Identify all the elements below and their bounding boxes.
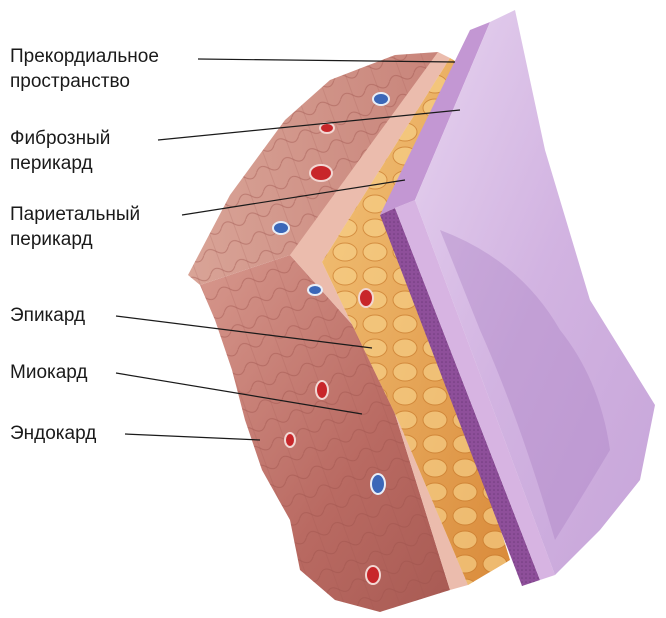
artery-vessel-icon bbox=[359, 289, 373, 307]
leader-line-endocardium bbox=[125, 434, 260, 440]
label-fibrous-pericardium: Фиброзный перикард bbox=[10, 126, 110, 176]
artery-vessel-icon bbox=[310, 165, 332, 181]
label-endocardium: Эндокард bbox=[10, 421, 96, 446]
artery-vessel-icon bbox=[316, 381, 328, 399]
artery-vessel-icon bbox=[320, 123, 334, 133]
label-precordial-space: Прекордиальное пространство bbox=[10, 44, 159, 94]
artery-vessel-icon bbox=[285, 433, 295, 447]
label-myocardium: Миокард bbox=[10, 360, 88, 385]
vein-vessel-icon bbox=[371, 474, 385, 494]
vein-vessel-icon bbox=[373, 93, 389, 105]
vein-vessel-icon bbox=[273, 222, 289, 234]
label-epicardium: Эпикард bbox=[10, 303, 85, 328]
label-parietal-pericardium: Париетальный перикард bbox=[10, 202, 140, 252]
artery-vessel-icon bbox=[366, 566, 380, 584]
vein-vessel-icon bbox=[308, 285, 322, 295]
